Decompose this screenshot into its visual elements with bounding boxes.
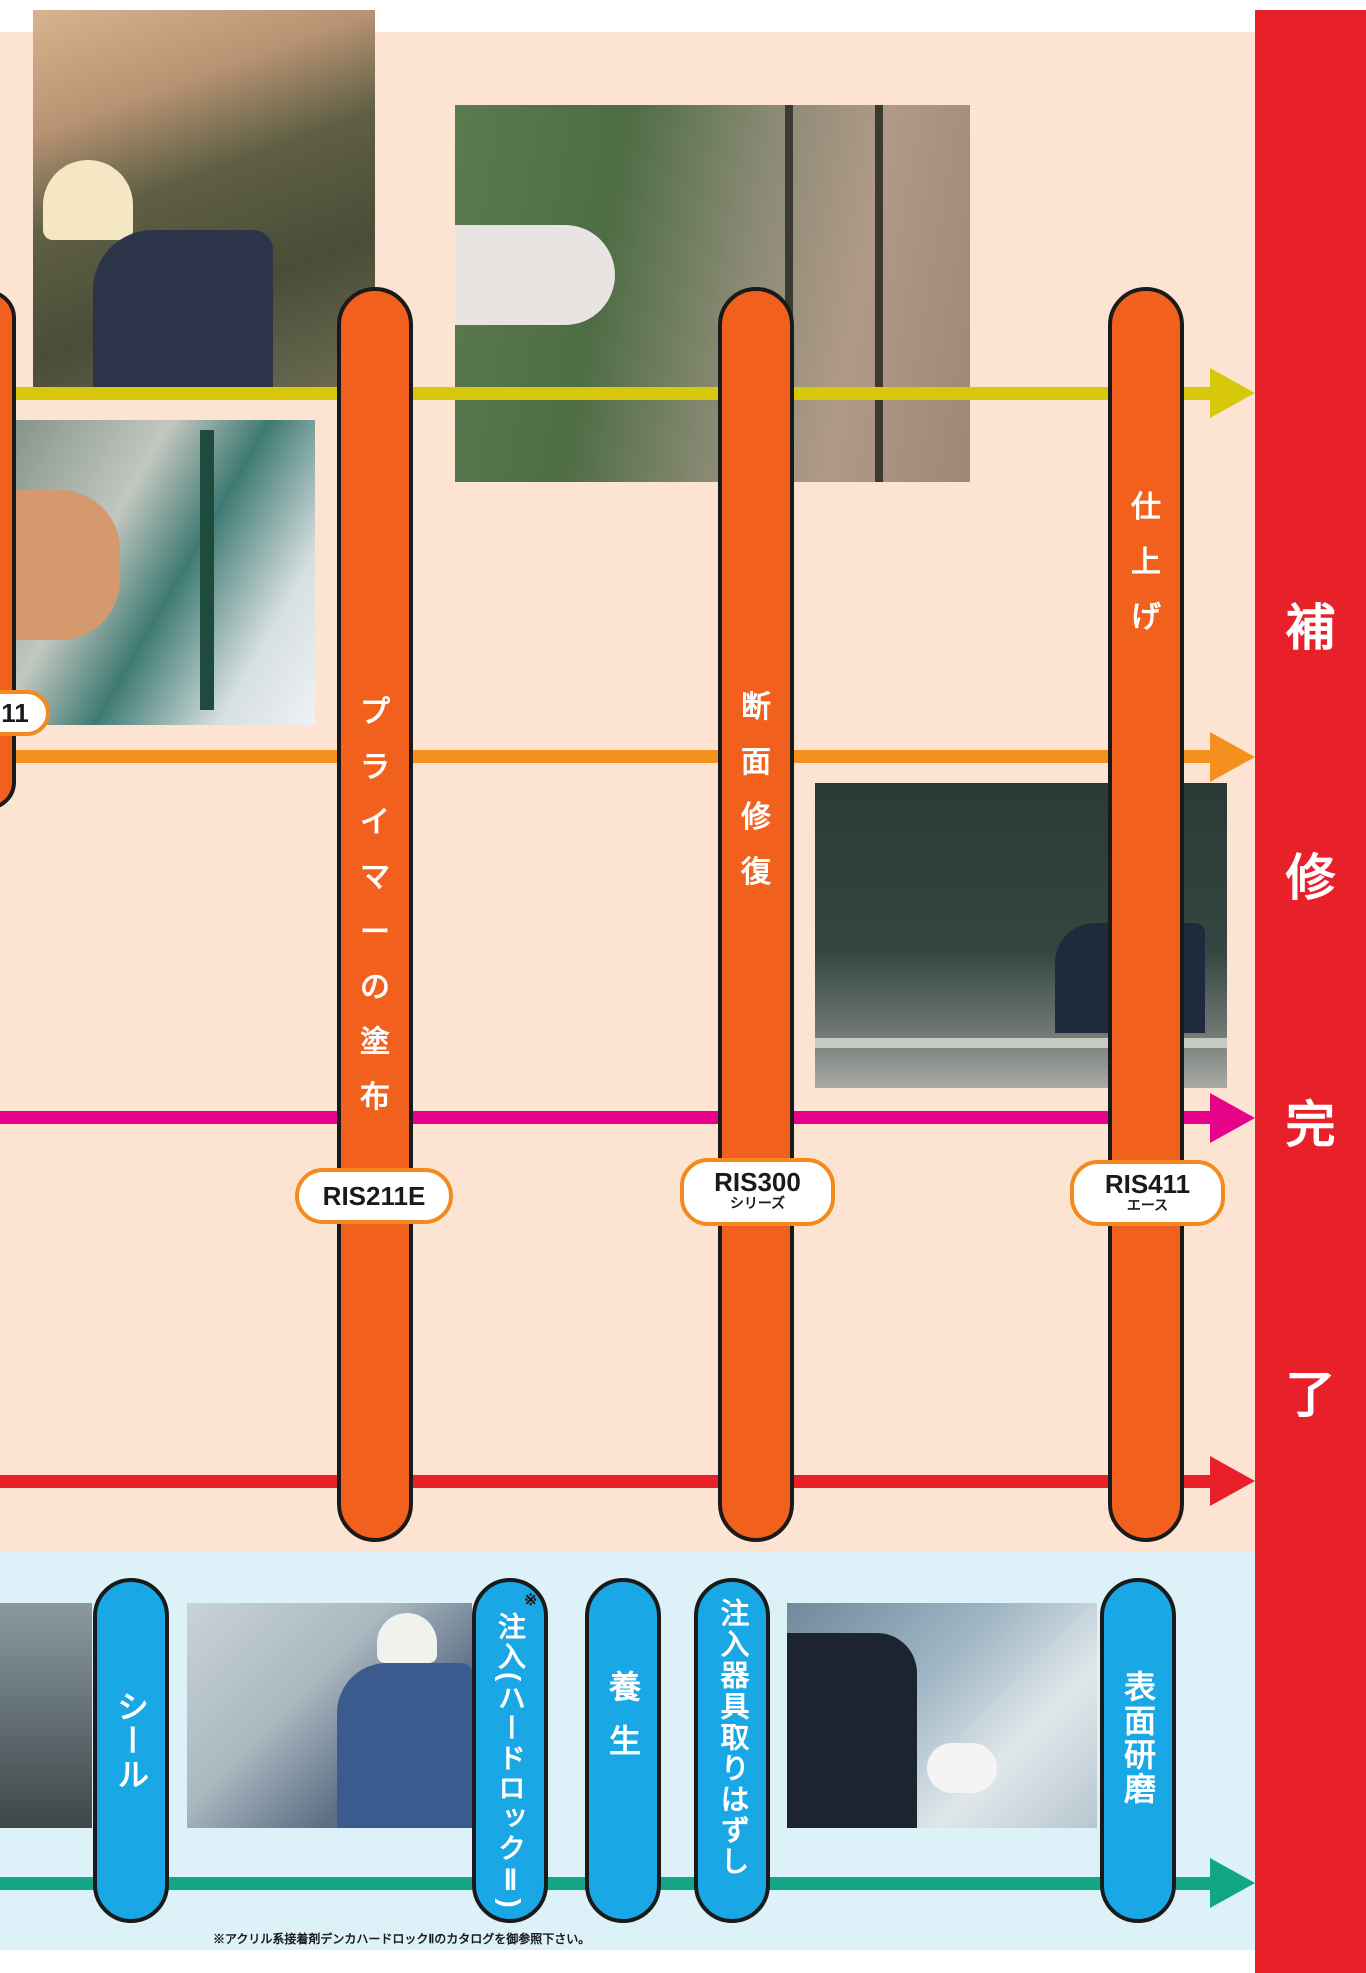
step-curing-label: 養生 — [605, 1670, 641, 1778]
photo-surface-polishing — [787, 1603, 1097, 1828]
product-badge-ris211e: RIS211E — [295, 1168, 453, 1224]
completion-char-1: 補 — [1285, 600, 1336, 656]
step-primer-label: プ ラ イ マ ー の 塗 布 — [360, 696, 390, 1114]
completion-char-2: 修 — [1285, 850, 1336, 906]
step-finishing-pill — [1108, 287, 1184, 1542]
step-curing-pill — [585, 1578, 661, 1923]
arrow-head-orange — [1210, 732, 1255, 782]
step-remove-injector-label: 注入器具取りはずし — [716, 1598, 748, 1877]
product-badge-ris300: RIS300 シリーズ — [680, 1158, 835, 1226]
step-section-repair-label: 断 面 修 復 — [741, 691, 771, 889]
flow-line-orange — [0, 750, 1210, 763]
step-surface-polish-label: 表面研磨 — [1120, 1670, 1156, 1806]
step-remove-injector-pill — [694, 1578, 770, 1923]
arrow-head-red — [1210, 1456, 1255, 1506]
step-surface-polish-pill — [1100, 1578, 1176, 1923]
completion-band — [1255, 10, 1366, 1973]
step-seal-label: シール — [113, 1690, 149, 1792]
photo-worker-wall-top — [33, 10, 375, 388]
photo-section-repair — [455, 105, 970, 482]
step-section-repair-pill — [718, 287, 794, 1542]
step-primer-pill — [337, 287, 413, 1542]
arrow-head-yellow — [1210, 368, 1255, 418]
flow-line-red — [0, 1475, 1210, 1488]
arrow-head-magenta — [1210, 1093, 1255, 1143]
edge-product-badge: 11 — [0, 690, 50, 736]
product-badge-ris411: RIS411 エース — [1070, 1160, 1225, 1226]
flow-line-yellow — [0, 387, 1210, 400]
arrow-head-teal — [1210, 1858, 1255, 1908]
step-injection-pill — [472, 1578, 548, 1923]
photo-injection-worker — [187, 1603, 472, 1828]
completion-char-4: 了 — [1285, 1367, 1336, 1423]
photo-crack-injection — [0, 420, 315, 725]
completion-char-3: 完 — [1285, 1097, 1336, 1153]
injection-note-mark: ※ — [524, 1592, 538, 1609]
step-finishing-label: 仕 上 げ — [1131, 491, 1161, 634]
photo-seal-edge — [0, 1603, 92, 1828]
step-injection-label: 注入(ハードロックⅡ) — [495, 1612, 526, 1910]
step-seal-pill — [93, 1578, 169, 1923]
flow-line-magenta — [0, 1111, 1210, 1124]
footnote: ※アクリル系接着剤デンカハードロックⅡのカタログを御参照下さい。 — [213, 1932, 591, 1946]
